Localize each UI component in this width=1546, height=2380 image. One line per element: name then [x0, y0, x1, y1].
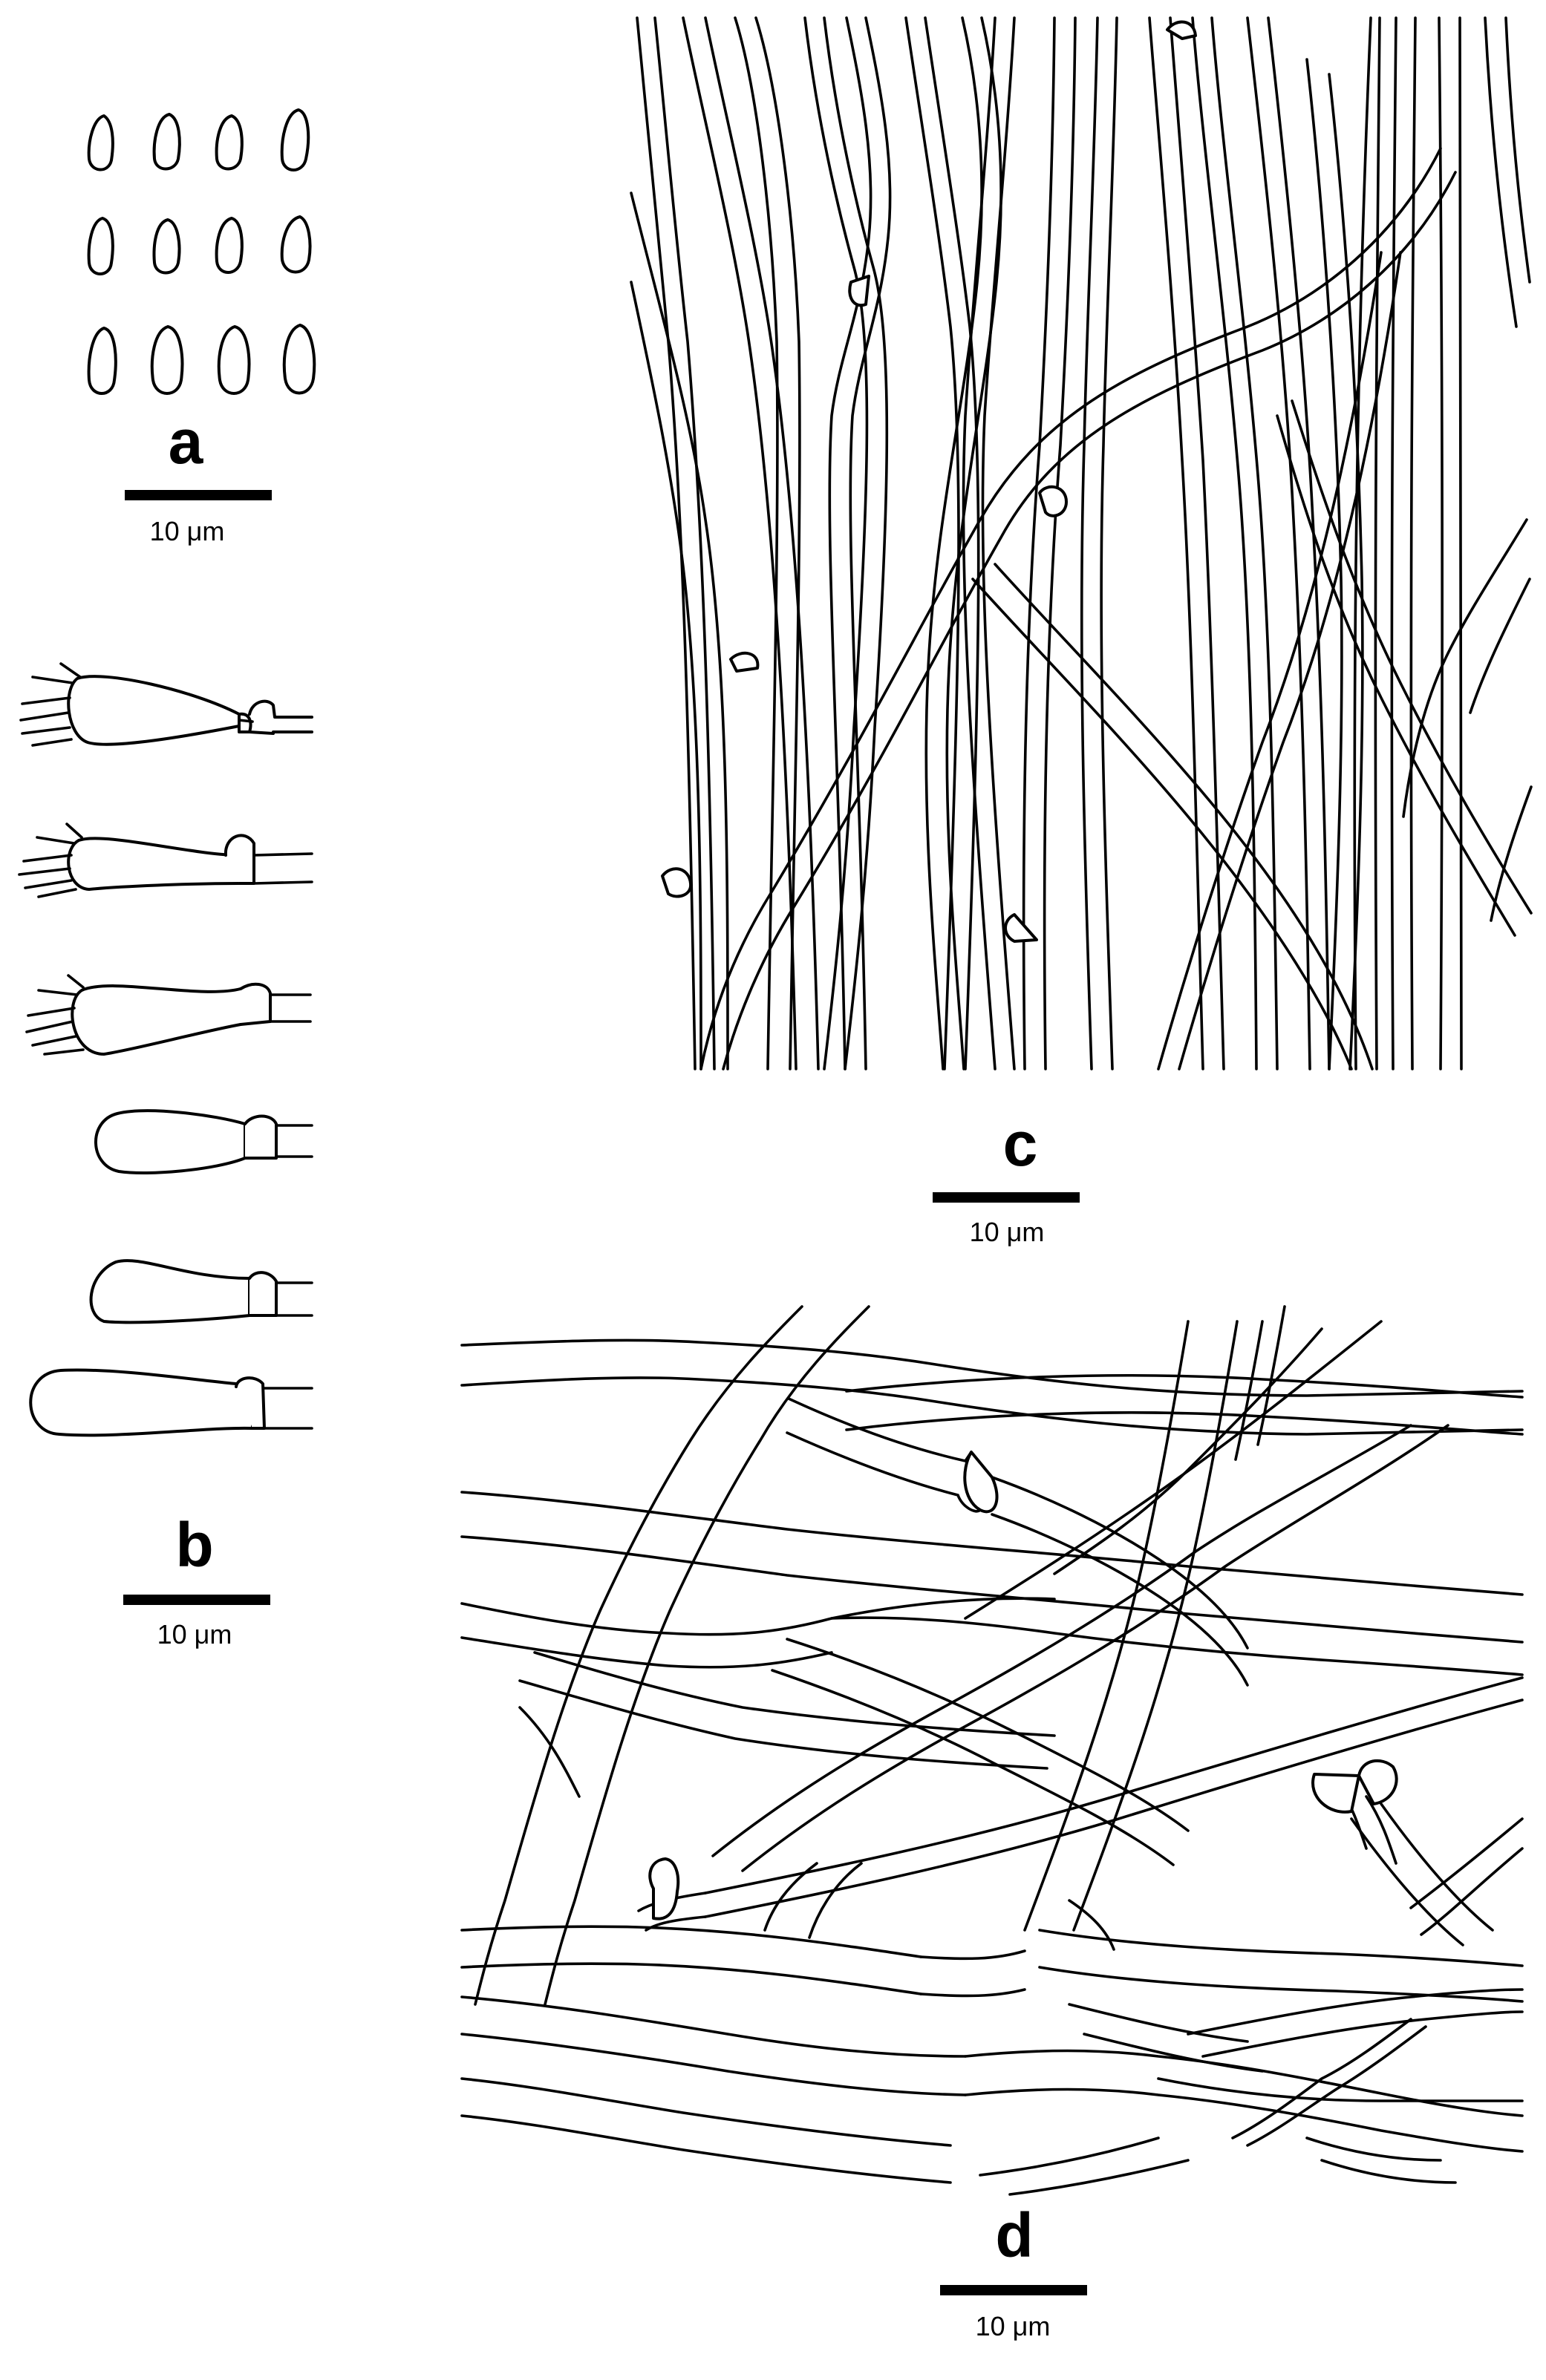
basidiole — [29, 1368, 313, 1437]
basidium — [18, 823, 313, 898]
panel-c-scale-bar — [933, 1192, 1080, 1203]
basidiospore — [87, 217, 114, 275]
panel-a: a 10 μm — [87, 108, 316, 546]
panel-c-scale-text: 10 μm — [970, 1217, 1045, 1247]
clamp-connections — [661, 20, 1197, 943]
panel-b-scale-bar — [123, 1595, 270, 1605]
panel-d-label: d — [995, 2200, 1033, 2270]
panel-d: d 10 μm — [460, 1305, 1524, 2341]
panel-b: b 10 μm — [18, 662, 313, 1650]
basidiospore — [215, 217, 244, 274]
panel-a-scale-bar — [125, 490, 272, 500]
panel-c: c 10 μm — [630, 16, 1533, 1247]
basidiospore — [87, 327, 117, 395]
basidiospore — [152, 113, 181, 171]
basidiospore — [152, 218, 181, 275]
basidiospore — [282, 324, 316, 395]
hyphae-bundle-vertical — [630, 16, 1533, 1070]
panel-d-scale-text: 10 μm — [976, 2311, 1051, 2341]
basidiole — [89, 1259, 313, 1324]
basidium — [19, 662, 313, 747]
basidiospore — [215, 114, 244, 171]
basidiospore — [217, 325, 251, 395]
basidium — [25, 974, 312, 1056]
panel-b-label: b — [175, 1510, 213, 1580]
basidiospore — [280, 108, 310, 171]
panel-b-scale-text: 10 μm — [157, 1619, 232, 1650]
panel-a-label: a — [169, 407, 204, 477]
panel-a-scale-text: 10 μm — [150, 516, 225, 546]
basidiospore — [87, 114, 114, 171]
basidiospore — [150, 325, 184, 395]
panel-d-scale-bar — [940, 2285, 1087, 2295]
hyphae-interwoven — [460, 1305, 1524, 2196]
basidiospore — [280, 215, 312, 274]
clamp-connections — [648, 1451, 1398, 1920]
panel-c-label: c — [1003, 1109, 1038, 1179]
basidiole — [94, 1109, 313, 1174]
basidiospores — [87, 108, 316, 395]
